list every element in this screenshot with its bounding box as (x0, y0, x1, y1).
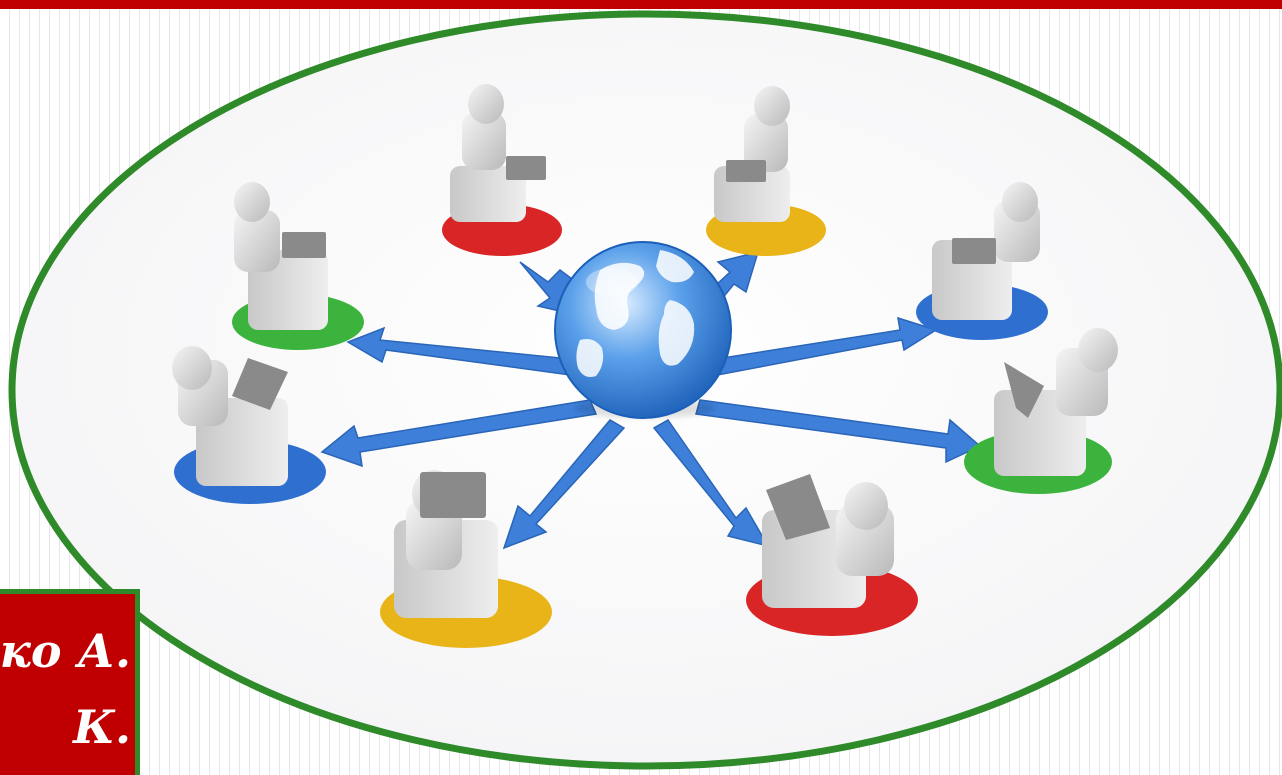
arrow-down-right (652, 419, 770, 548)
author-line-1: ко А. (0, 624, 131, 678)
globe-icon (554, 241, 732, 419)
user-right-lower (964, 328, 1118, 494)
user-bottom-right (746, 474, 918, 636)
author-line-2: К. (73, 700, 131, 754)
user-right-upper (916, 182, 1048, 340)
arrow-right-upper (709, 316, 938, 377)
user-top-right (706, 86, 826, 256)
network-arrows (320, 250, 982, 550)
arrow-right-lower (695, 399, 982, 464)
arrow-left-upper (346, 326, 581, 377)
top-accent-bar (0, 0, 1282, 9)
user-top-left (442, 84, 562, 256)
author-box: ко А. К. (0, 589, 140, 775)
arrow-left-lower (320, 399, 598, 468)
user-bottom-left (380, 470, 552, 648)
arrow-down-left (502, 419, 626, 550)
user-left-upper (232, 182, 364, 350)
user-left-lower (172, 346, 326, 504)
